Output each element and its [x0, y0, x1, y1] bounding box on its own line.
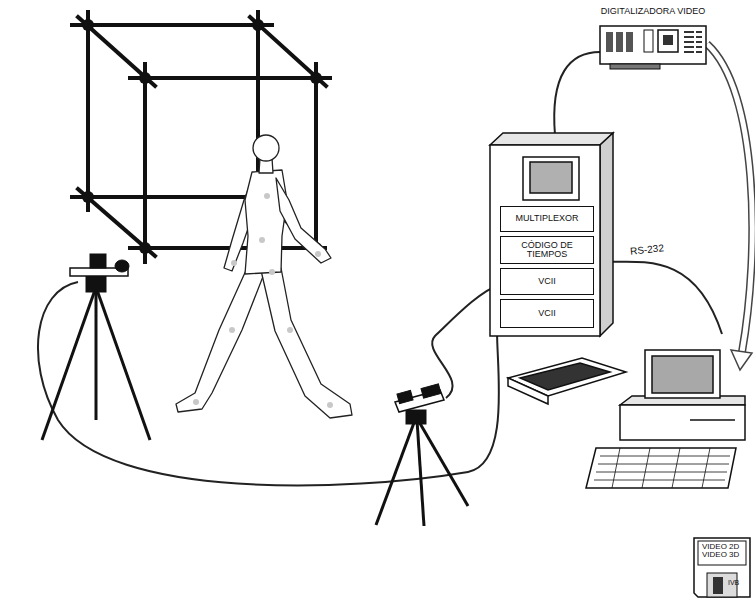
card-pins — [684, 32, 702, 52]
board-box: MULTIPLEXOR — [500, 206, 594, 232]
body-marker — [231, 260, 237, 266]
board-name: CÓDIGO DE TIEMPOS — [501, 241, 593, 260]
card-processor — [663, 35, 673, 45]
floppy-label — [698, 541, 746, 565]
calibration-cube — [314, 64, 318, 255]
cube-vertex — [82, 191, 94, 203]
calibration-cube — [130, 246, 325, 250]
camera-tripod-right — [397, 390, 413, 403]
walking-figure — [253, 135, 279, 161]
desktop-computer — [645, 350, 720, 398]
cube-vertex — [139, 72, 151, 84]
calibration-cube — [250, 17, 326, 86]
camera-tripod-right — [376, 384, 468, 526]
body-marker — [193, 193, 333, 408]
cube-vertex — [310, 72, 322, 84]
data-arrow — [707, 44, 752, 352]
cube-vertex — [139, 242, 151, 254]
camera-tripod-left — [42, 290, 95, 440]
calibration-cube — [72, 23, 272, 27]
card-chip — [626, 32, 633, 52]
data-arrow — [707, 44, 752, 370]
computer-tower — [490, 133, 613, 336]
body-marker — [193, 399, 199, 405]
board-box: CÓDIGO DE TIEMPOS — [500, 236, 594, 264]
camera-tripod-left — [115, 260, 129, 272]
walking-figure — [176, 135, 352, 418]
desktop-computer — [508, 378, 548, 404]
card-connector — [610, 64, 660, 69]
data-arrow — [707, 44, 752, 352]
calibration-cube — [130, 76, 330, 80]
video-cable — [601, 262, 722, 334]
calibration-cube — [78, 189, 155, 256]
calibration-cube — [143, 64, 147, 262]
card-processor — [658, 30, 678, 52]
data-arrow — [731, 350, 752, 370]
camera-tripod-left — [86, 276, 106, 292]
video-cable — [554, 52, 600, 135]
cube-vertex — [252, 19, 264, 31]
body-marker — [269, 269, 275, 275]
desktop-computer — [586, 448, 736, 488]
video-cable — [38, 282, 500, 485]
desktop-computer — [620, 405, 745, 440]
body-marker — [264, 193, 270, 199]
disk-label: VIDEO 2D VIDEO 3D — [702, 543, 744, 560]
calibration-cube — [72, 12, 330, 262]
floppy-slot — [713, 577, 723, 594]
desktop-computer — [652, 356, 713, 393]
desktop-computer — [520, 363, 610, 390]
body-marker — [315, 251, 321, 257]
disk-mark: IVB — [728, 579, 739, 586]
cube-vertex — [82, 19, 94, 31]
camera-tripod-right — [417, 420, 424, 526]
board-box: VCII — [500, 299, 594, 328]
body-marker — [229, 327, 235, 333]
floppy-disk: VIDEO 2D VIDEO 3D IVB — [693, 537, 751, 598]
computer-tower — [490, 133, 613, 145]
body-marker — [327, 402, 333, 408]
card-chip — [644, 30, 653, 52]
camera-tripod-right — [421, 384, 441, 398]
camera-tripod-right — [418, 420, 468, 506]
board-box: VCII — [500, 268, 594, 295]
desktop-computer — [508, 350, 745, 488]
body-marker — [287, 327, 293, 333]
board-name: MULTIPLEXOR — [513, 214, 582, 223]
walking-figure — [276, 178, 331, 263]
camera-tripod-left — [90, 254, 106, 268]
walking-figure — [260, 266, 352, 418]
video-card: DIGITALIZADORA VIDEO — [596, 4, 710, 74]
calibration-cube — [72, 195, 272, 199]
camera-tripod-left — [95, 290, 98, 420]
floppy-disk — [694, 538, 750, 597]
calibration-cube — [86, 12, 90, 210]
card-chip — [606, 32, 613, 52]
camera-tripod-right — [406, 410, 426, 424]
cable-label: RS-232 — [628, 242, 667, 257]
body-marker — [259, 237, 265, 243]
card-heading: DIGITALIZADORA VIDEO — [596, 6, 710, 16]
walking-figure — [176, 266, 264, 412]
camera-tripod-right — [376, 420, 415, 525]
desktop-computer — [690, 419, 735, 421]
computer-tower — [600, 133, 613, 336]
board-name: VCII — [535, 309, 559, 318]
calibration-cube — [78, 17, 155, 86]
computer-tower — [530, 162, 572, 193]
camera-tripod-left — [42, 254, 150, 440]
computer-tower — [523, 157, 579, 200]
computer-tower — [490, 145, 600, 336]
desktop-computer — [612, 448, 710, 488]
card-chip — [616, 32, 623, 52]
board-name: VCII — [535, 277, 559, 286]
camera-tripod-left — [97, 290, 150, 440]
video-card — [600, 26, 706, 64]
